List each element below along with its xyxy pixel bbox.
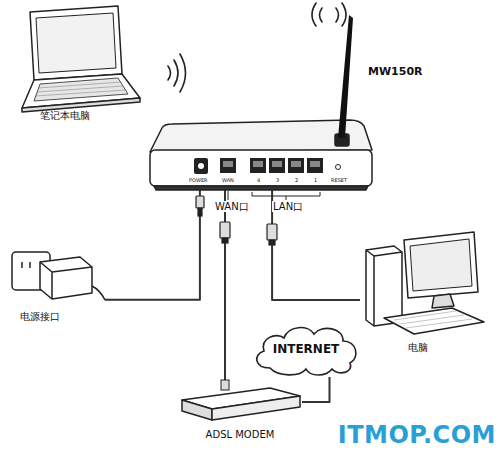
port-label: 2 [295, 178, 298, 184]
internet-cloud: INTERNET [250, 322, 362, 377]
port-label: 3 [276, 178, 279, 184]
adsl-modem: ADSL MODEM [178, 383, 302, 448]
port-group-label: WAN口 [214, 201, 250, 212]
cable [302, 377, 330, 402]
watermark: ITMOP.COM [338, 422, 496, 448]
device-caption: 电脑 [408, 342, 428, 353]
device-caption: MW150R [368, 66, 423, 78]
port-label: WAN [222, 178, 234, 184]
cable [224, 188, 226, 383]
device-caption: 电源接口 [20, 311, 60, 322]
port-label: RESET [331, 178, 347, 184]
cable [272, 188, 360, 300]
port-label: POWER [189, 178, 208, 184]
desktop-pc: 电脑 [360, 228, 490, 358]
port-label: 4 [257, 178, 260, 184]
device-caption: ADSL MODEM [178, 429, 302, 440]
device-caption: 笔记本电脑 [40, 110, 90, 121]
power-adapter: 电源接口 [8, 245, 105, 332]
device-caption: INTERNET [250, 343, 362, 356]
port-group-label: LAN口 [272, 201, 304, 212]
laptop: 笔记本电脑 [8, 4, 142, 126]
port-label: 1 [314, 178, 317, 184]
cable [105, 188, 200, 300]
